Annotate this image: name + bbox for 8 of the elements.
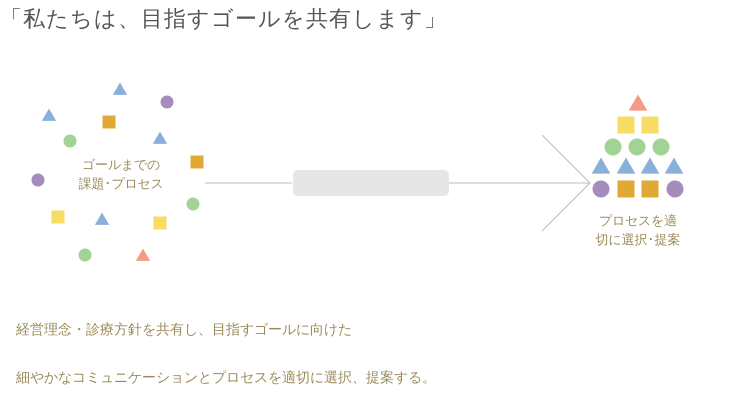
description-text: 経営理念・診療方針を共有し、目指すゴールに向けた [16,321,352,339]
connector-line [204,182,292,184]
pyramid-caption: プロセスを適切に選択･提案 [594,213,682,250]
company-box [293,170,449,196]
cluster-caption: ゴールまでの課題･プロセス [78,157,164,194]
chevron-arrow [448,134,590,232]
description-text: 細やかなコミュニケーションとプロセスを適切に選択、提案する。 [16,369,436,387]
title: 「私たちは、目指すゴールを共有します」 [0,6,447,34]
